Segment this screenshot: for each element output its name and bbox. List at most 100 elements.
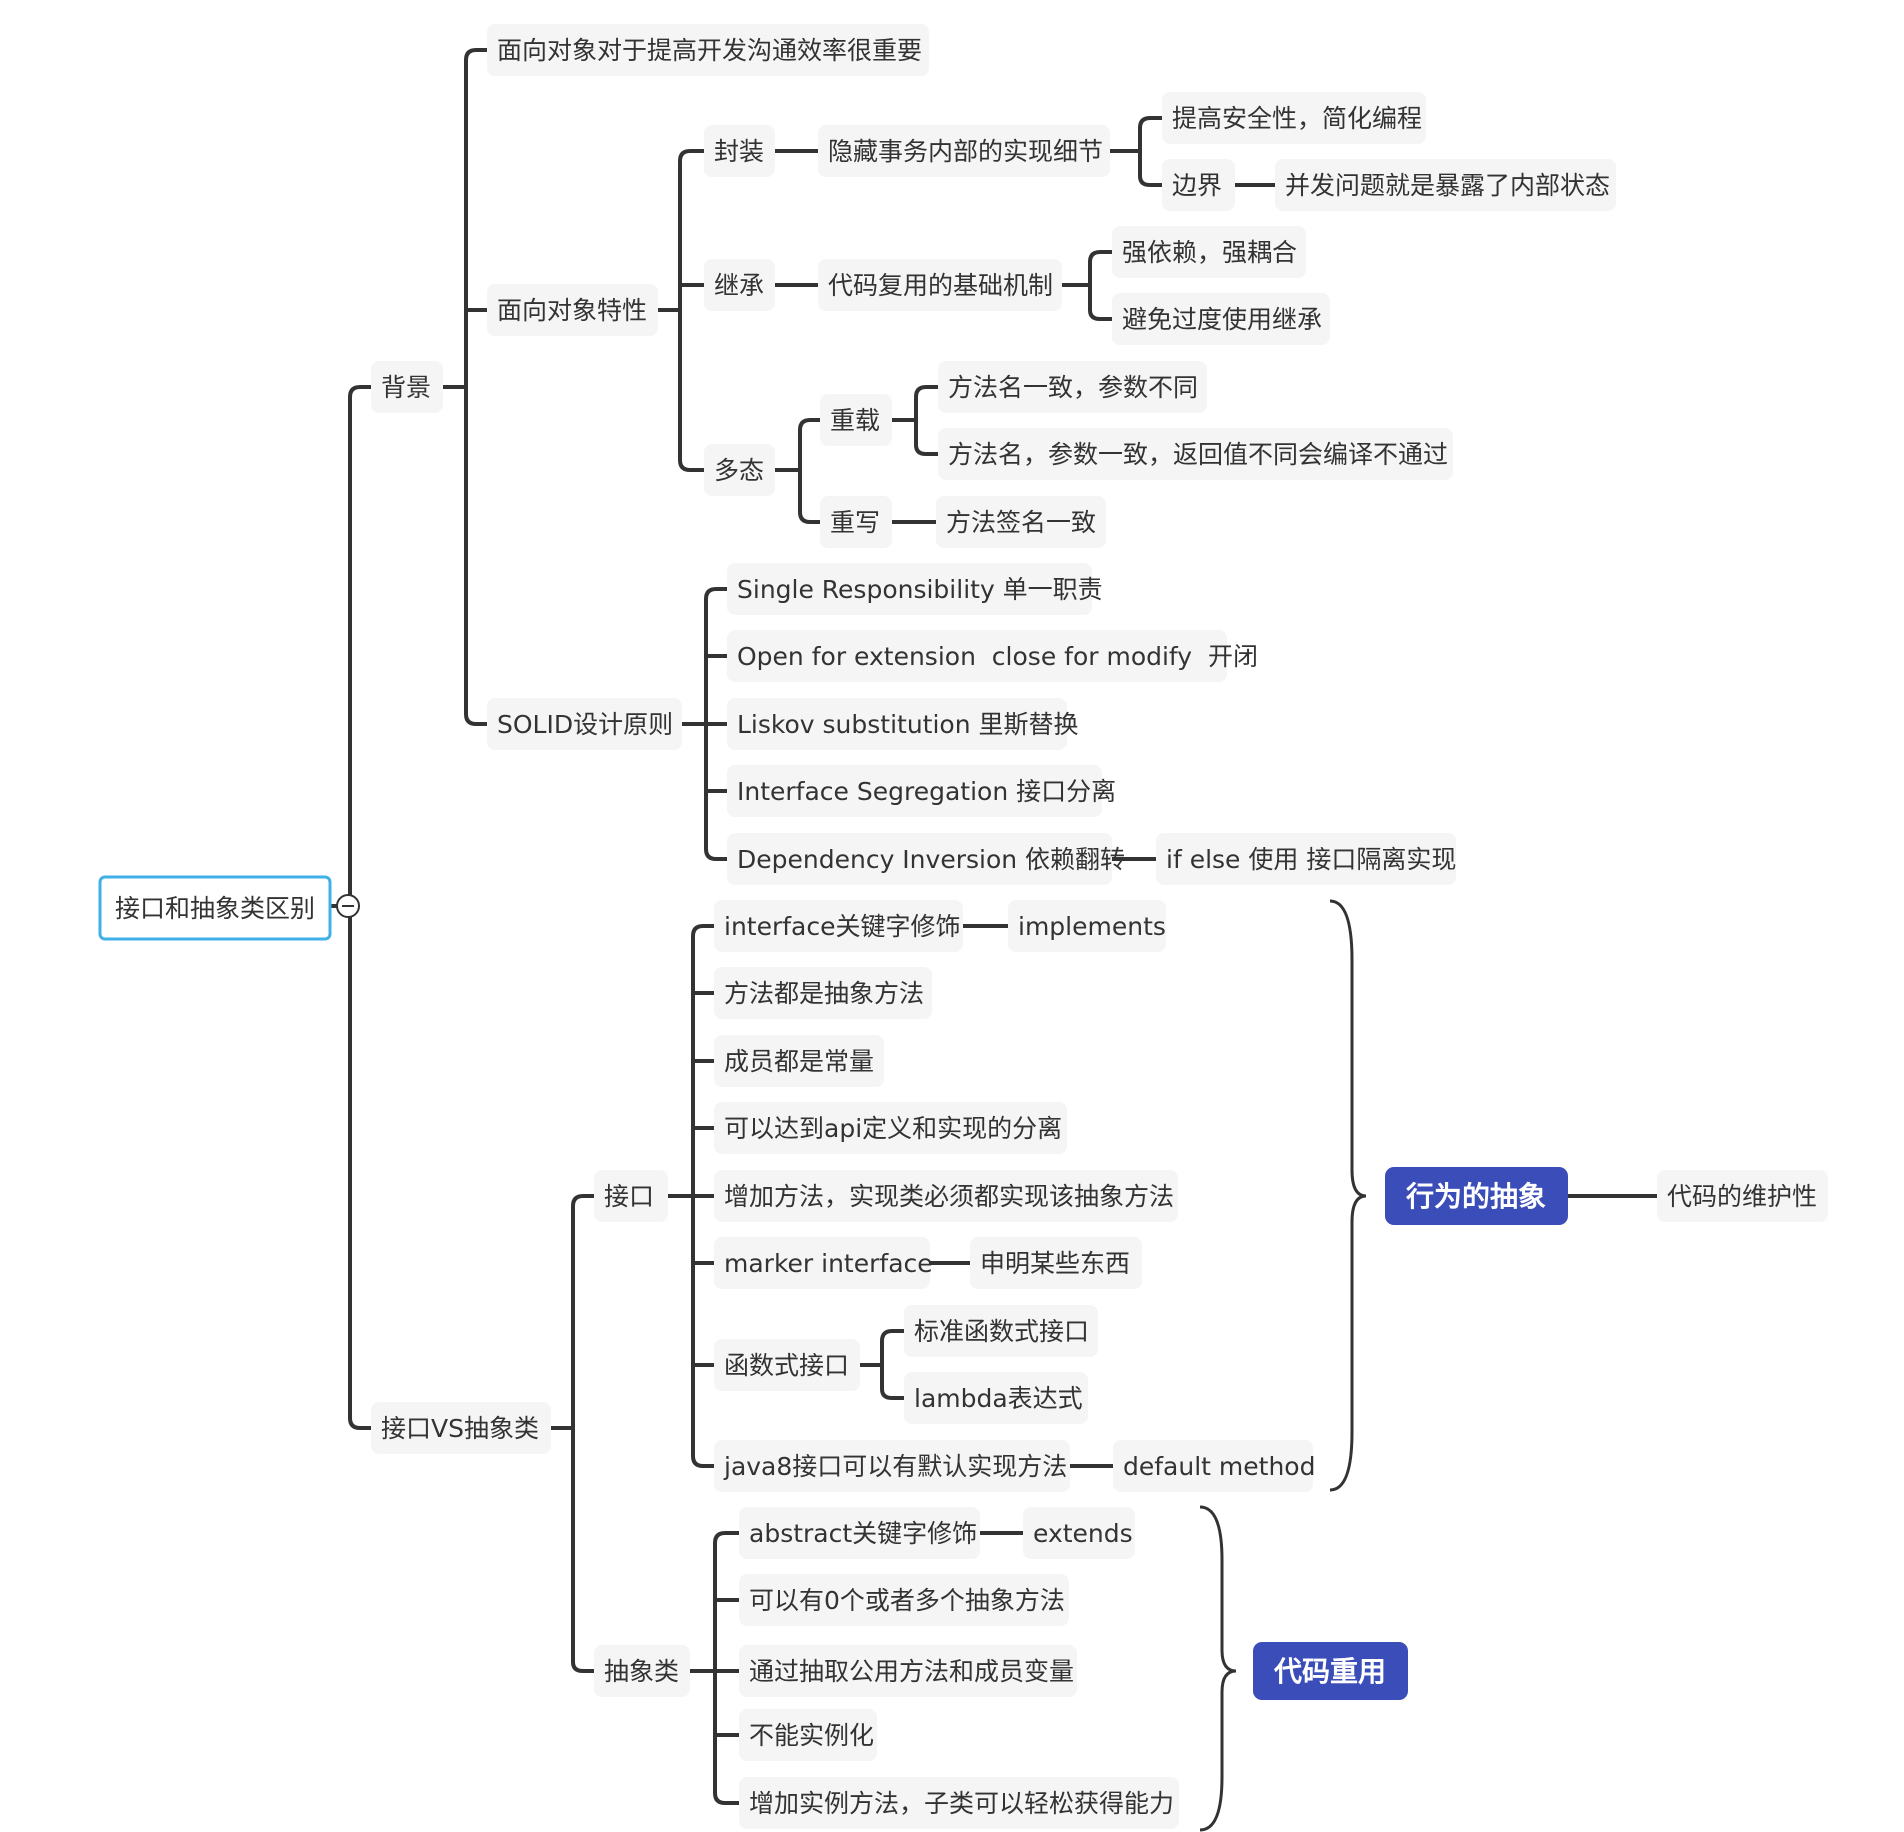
svg-text:重载: 重载 <box>830 406 880 435</box>
topic-oop-efficiency[interactable]: 面向对象对于提高开发沟通效率很重要 <box>487 24 929 76</box>
topic-override[interactable]: 重写 <box>820 496 892 548</box>
svg-text:方法都是抽象方法: 方法都是抽象方法 <box>724 979 924 1008</box>
svg-text:抽象类: 抽象类 <box>604 1657 679 1686</box>
topic-interface-item-6[interactable]: marker interface <box>714 1237 933 1289</box>
topic-overload-point-1[interactable]: 方法名一致，参数不同 <box>938 361 1207 413</box>
svg-text:Single Responsibility 单一职责: Single Responsibility 单一职责 <box>737 575 1103 604</box>
topic-override-detail[interactable]: 方法签名一致 <box>936 496 1106 548</box>
topic-inheritance-point-1[interactable]: 强依赖，强耦合 <box>1112 226 1306 278</box>
topic-functional-point-1[interactable]: 标准函数式接口 <box>904 1305 1098 1357</box>
root-node[interactable]: 接口和抽象类区别 <box>98 875 332 941</box>
topic-abstract-item-1[interactable]: abstract关键字修饰 <box>739 1507 980 1559</box>
topic-interface-item-7[interactable]: 函数式接口 <box>714 1339 860 1391</box>
topic-solid-item-3[interactable]: Liskov substitution 里斯替换 <box>727 698 1079 750</box>
svg-text:避免过度使用继承: 避免过度使用继承 <box>1122 305 1322 334</box>
svg-text:Dependency Inversion 依赖翻转: Dependency Inversion 依赖翻转 <box>737 845 1125 874</box>
topic-oop-features[interactable]: 面向对象特性 <box>487 284 658 336</box>
svg-text:面向对象特性: 面向对象特性 <box>497 296 647 325</box>
topic-encapsulation-detail[interactable]: 隐藏事务内部的实现细节 <box>818 125 1110 177</box>
topic-interface[interactable]: 接口 <box>594 1170 668 1222</box>
svg-text:封装: 封装 <box>714 137 764 166</box>
svg-text:不能实例化: 不能实例化 <box>749 1721 874 1750</box>
svg-text:java8接口可以有默认实现方法: java8接口可以有默认实现方法 <box>723 1452 1067 1481</box>
topic-interface-item-5[interactable]: 增加方法，实现类必须都实现该抽象方法 <box>714 1170 1178 1222</box>
svg-text:marker interface: marker interface <box>724 1249 933 1278</box>
svg-text:增加方法，实现类必须都实现该抽象方法: 增加方法，实现类必须都实现该抽象方法 <box>724 1182 1174 1211</box>
topic-abstract-item-4[interactable]: 不能实例化 <box>739 1709 877 1761</box>
topic-abstract-item-2[interactable]: 可以有0个或者多个抽象方法 <box>739 1574 1069 1626</box>
svg-text:申明某些东西: 申明某些东西 <box>980 1249 1130 1278</box>
svg-text:lambda表达式: lambda表达式 <box>914 1384 1083 1413</box>
topic-java8-detail[interactable]: default method <box>1113 1440 1315 1492</box>
svg-text:可以有0个或者多个抽象方法: 可以有0个或者多个抽象方法 <box>749 1586 1065 1615</box>
topic-abstract-item-5[interactable]: 增加实例方法，子类可以轻松获得能力 <box>739 1777 1179 1829</box>
summary-code-reuse[interactable]: 代码重用 <box>1253 1642 1408 1700</box>
svg-text:代码的维护性: 代码的维护性 <box>1667 1182 1817 1211</box>
topic-interface-item-4[interactable]: 可以达到api定义和实现的分离 <box>714 1102 1067 1154</box>
svg-text:代码重用: 代码重用 <box>1273 1655 1386 1688</box>
svg-text:并发问题就是暴露了内部状态: 并发问题就是暴露了内部状态 <box>1285 171 1610 200</box>
svg-text:abstract关键字修饰: abstract关键字修饰 <box>749 1519 977 1548</box>
topic-solid-item-5[interactable]: Dependency Inversion 依赖翻转 <box>727 833 1125 885</box>
svg-text:Open for extension close for: Open for extension close for modify 开闭 <box>737 642 1258 671</box>
svg-text:extends: extends <box>1033 1519 1133 1548</box>
svg-text:Interface Segregation 接口分离: Interface Segregation 接口分离 <box>737 777 1116 806</box>
topic-interface-keyword-detail[interactable]: implements <box>1008 900 1166 952</box>
connectors <box>328 48 1659 1832</box>
topic-solid-item-1[interactable]: Single Responsibility 单一职责 <box>727 563 1103 615</box>
svg-text:多态: 多态 <box>714 456 764 485</box>
svg-text:函数式接口: 函数式接口 <box>724 1351 849 1380</box>
svg-text:提高安全性，简化编程: 提高安全性，简化编程 <box>1172 104 1422 133</box>
topic-encapsulation-point-2[interactable]: 边界 <box>1162 159 1235 211</box>
svg-text:接口VS抽象类: 接口VS抽象类 <box>381 1414 539 1443</box>
svg-text:背景: 背景 <box>381 373 431 402</box>
svg-text:隐藏事务内部的实现细节: 隐藏事务内部的实现细节 <box>828 137 1103 166</box>
svg-text:通过抽取公用方法和成员变量: 通过抽取公用方法和成员变量 <box>749 1657 1074 1686</box>
topic-inheritance-point-2[interactable]: 避免过度使用继承 <box>1112 293 1330 345</box>
topic-marker-detail[interactable]: 申明某些东西 <box>970 1237 1142 1289</box>
root-label: 接口和抽象类区别 <box>115 894 315 923</box>
topic-abstract-item-3[interactable]: 通过抽取公用方法和成员变量 <box>739 1645 1077 1697</box>
topic-interface-item-2[interactable]: 方法都是抽象方法 <box>714 967 932 1019</box>
svg-text:强依赖，强耦合: 强依赖，强耦合 <box>1122 238 1297 267</box>
svg-text:标准函数式接口: 标准函数式接口 <box>914 1317 1089 1346</box>
topic-abstract-class[interactable]: 抽象类 <box>594 1645 690 1697</box>
svg-text:SOLID设计原则: SOLID设计原则 <box>497 710 673 739</box>
svg-text:行为的抽象: 行为的抽象 <box>1405 1180 1546 1213</box>
topic-solid-item-2[interactable]: Open for extension close for modify 开闭 <box>727 630 1258 682</box>
topic-functional-point-2[interactable]: lambda表达式 <box>904 1372 1088 1424</box>
topic-encapsulation[interactable]: 封装 <box>704 125 775 177</box>
topic-solid[interactable]: SOLID设计原则 <box>487 698 682 750</box>
svg-text:增加实例方法，子类可以轻松获得能力: 增加实例方法，子类可以轻松获得能力 <box>749 1789 1174 1818</box>
topic-interface-item-1[interactable]: interface关键字修饰 <box>714 900 963 952</box>
collapse-toggle-icon[interactable] <box>336 894 360 918</box>
svg-text:方法签名一致: 方法签名一致 <box>946 508 1096 537</box>
svg-text:interface关键字修饰: interface关键字修饰 <box>724 912 961 941</box>
topic-interface-item-8[interactable]: java8接口可以有默认实现方法 <box>714 1440 1070 1492</box>
topic-inheritance[interactable]: 继承 <box>704 259 775 311</box>
summary-behavior-abstraction[interactable]: 行为的抽象 <box>1385 1167 1568 1225</box>
topic-maintainability[interactable]: 代码的维护性 <box>1657 1170 1828 1222</box>
topic-interface-item-3[interactable]: 成员都是常量 <box>714 1035 884 1087</box>
svg-text:方法名一致，参数不同: 方法名一致，参数不同 <box>948 373 1198 402</box>
topic-overload-point-2[interactable]: 方法名，参数一致，返回值不同会编译不通过 <box>938 428 1453 480</box>
svg-text:重写: 重写 <box>830 508 880 537</box>
svg-text:if else 使用 接口隔离实现: if else 使用 接口隔离实现 <box>1166 845 1456 874</box>
topic-abstract-keyword-detail[interactable]: extends <box>1023 1507 1135 1559</box>
svg-text:边界: 边界 <box>1172 171 1222 200</box>
svg-text:面向对象对于提高开发沟通效率很重要: 面向对象对于提高开发沟通效率很重要 <box>497 36 922 65</box>
topic-solid-item-4[interactable]: Interface Segregation 接口分离 <box>727 765 1116 817</box>
topic-overload[interactable]: 重载 <box>820 394 892 446</box>
topic-encapsulation-point-1[interactable]: 提高安全性，简化编程 <box>1162 92 1426 144</box>
topic-polymorphism[interactable]: 多态 <box>704 444 775 496</box>
svg-text:Liskov substitution 里斯替换: Liskov substitution 里斯替换 <box>737 710 1079 739</box>
topic-inheritance-detail[interactable]: 代码复用的基础机制 <box>818 259 1062 311</box>
topic-boundary-detail[interactable]: 并发问题就是暴露了内部状态 <box>1275 159 1616 211</box>
svg-text:继承: 继承 <box>714 271 764 300</box>
svg-text:接口: 接口 <box>604 1182 654 1211</box>
topic-background[interactable]: 背景 <box>371 361 443 413</box>
topic-dip-detail[interactable]: if else 使用 接口隔离实现 <box>1156 833 1456 885</box>
topic-compare[interactable]: 接口VS抽象类 <box>371 1402 551 1454</box>
svg-text:可以达到api定义和实现的分离: 可以达到api定义和实现的分离 <box>724 1114 1062 1143</box>
